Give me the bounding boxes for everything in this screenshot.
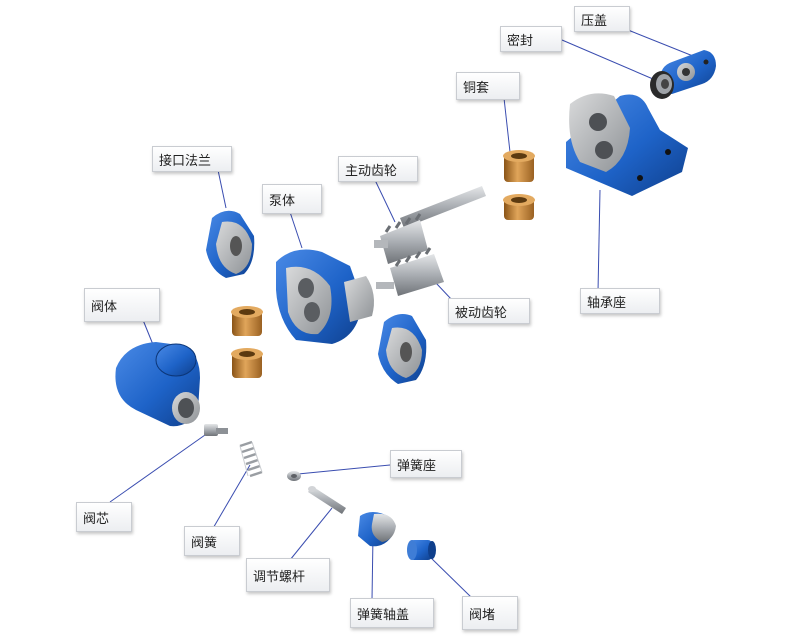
port-flange-left — [206, 210, 255, 278]
label-port-flange: 接口法兰 — [152, 146, 232, 172]
valve-core-part — [204, 424, 228, 436]
gland-part — [660, 50, 716, 94]
bronze-bushing-upper — [503, 150, 535, 182]
label-pump-body: 泵体 — [262, 184, 322, 214]
pump-body-part — [276, 249, 374, 344]
label-valve-body: 阀体 — [84, 288, 160, 322]
valve-plug-part — [407, 540, 436, 560]
driving-gear-part — [374, 186, 486, 264]
port-flange-right — [378, 314, 427, 384]
label-driving-gear: 主动齿轮 — [338, 156, 418, 182]
spring-seat-part — [287, 471, 301, 481]
label-seal: 密封 — [500, 26, 562, 52]
bronze-bushing-lower — [503, 194, 535, 220]
bronze-bushing-mid-lower — [231, 348, 263, 378]
valve-body-part — [115, 342, 200, 427]
bronze-bushing-mid-upper — [231, 306, 263, 336]
label-copper-sleeve: 铜套 — [456, 72, 520, 100]
spring-cap-part — [358, 512, 396, 547]
seal-part — [650, 71, 674, 99]
label-valve-plug: 阀堵 — [462, 596, 518, 630]
driven-gear-part — [376, 247, 444, 296]
label-valve-spring: 阀簧 — [184, 526, 240, 556]
label-spring-seat: 弹簧座 — [390, 450, 462, 478]
label-driven-gear: 被动齿轮 — [448, 298, 530, 324]
valve-spring-part — [239, 440, 263, 478]
label-adjusting-screw: 调节螺杆 — [246, 558, 330, 592]
label-spring-cap: 弹簧轴盖 — [350, 598, 434, 628]
bearing-housing-part — [566, 93, 688, 196]
adjusting-screw-part — [308, 486, 346, 514]
label-bearing-housing: 轴承座 — [580, 288, 660, 314]
label-gland: 压盖 — [574, 6, 630, 32]
label-valve-core: 阀芯 — [76, 502, 132, 532]
